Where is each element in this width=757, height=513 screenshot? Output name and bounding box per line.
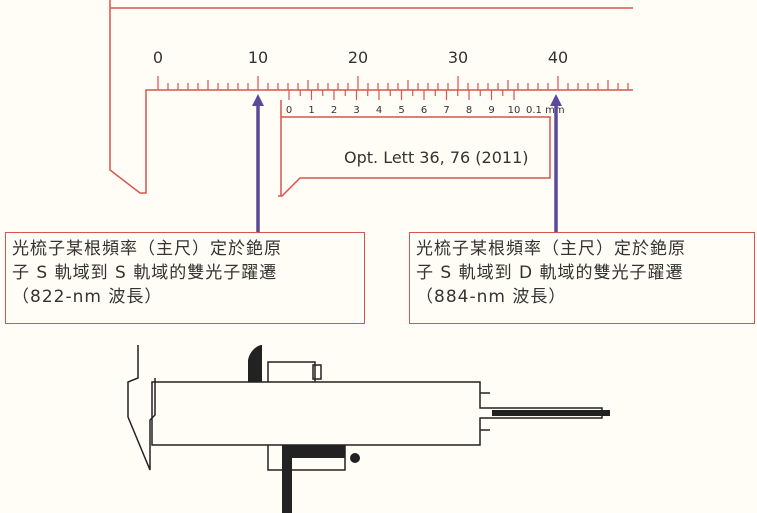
vernier-unit-label: 0.1 mm [526, 105, 565, 116]
vernier-scale-label: 6 [421, 105, 427, 116]
annotation-left-line-2: 子 S 軌域到 S 軌域的雙光子躍遷 [12, 263, 278, 283]
annotation-left-line-1: 光梳子某根頻率（主尺）定於銫原 [12, 239, 282, 259]
vernier-slider-outline [278, 100, 551, 197]
annotation-box-right: 光梳子某根頻率（主尺）定於銫原 子 S 軌域到 D 軌域的雙光子躍遷 （884-… [409, 232, 755, 324]
vernier-scale-label: 1 [308, 105, 314, 116]
caliper-illustration-solid-parts [248, 345, 610, 513]
vernier-scale-label: 8 [466, 105, 472, 116]
main-scale-ticks [157, 76, 629, 90]
main-scale-label: 40 [548, 48, 568, 67]
vernier-scale-label: 4 [376, 105, 382, 116]
caliper-illustration [127, 345, 603, 471]
caliper-body-outline [109, 0, 633, 194]
annotation-left-line-3: （822-nm 波長） [12, 287, 163, 307]
vernier-scale-label: 10 [508, 105, 521, 116]
main-scale-label: 20 [348, 48, 368, 67]
vernier-scale-ticks [288, 90, 515, 100]
main-scale-label: 10 [248, 48, 268, 67]
annotation-box-left: 光梳子某根頻率（主尺）定於銫原 子 S 軌域到 S 軌域的雙光子躍遷 （822-… [5, 232, 365, 324]
vernier-scale-label: 5 [398, 105, 404, 116]
vernier-scale-label: 3 [353, 105, 359, 116]
arrow-left [252, 94, 264, 232]
main-scale-label: 0 [153, 48, 163, 67]
annotation-right-line-1: 光梳子某根頻率（主尺）定於銫原 [416, 239, 686, 259]
arrow-right [550, 94, 562, 232]
main-scale-label: 30 [448, 48, 468, 67]
vernier-scale-label: 7 [443, 105, 449, 116]
vernier-scale-label: 0 [286, 105, 292, 116]
annotation-right-line-2: 子 S 軌域到 D 軌域的雙光子躍遷 [416, 263, 684, 283]
vernier-scale-label: 9 [488, 105, 494, 116]
main-scale-labels: 0 10 20 30 40 [153, 48, 568, 67]
annotation-right-line-3: （884-nm 波長） [416, 287, 567, 307]
citation-text: Opt. Lett 36, 76 (2011) [344, 148, 529, 167]
vernier-scale-label: 2 [331, 105, 337, 116]
vernier-scale-labels: 0 1 2 3 4 5 6 7 8 9 10 0.1 mm [286, 105, 565, 116]
